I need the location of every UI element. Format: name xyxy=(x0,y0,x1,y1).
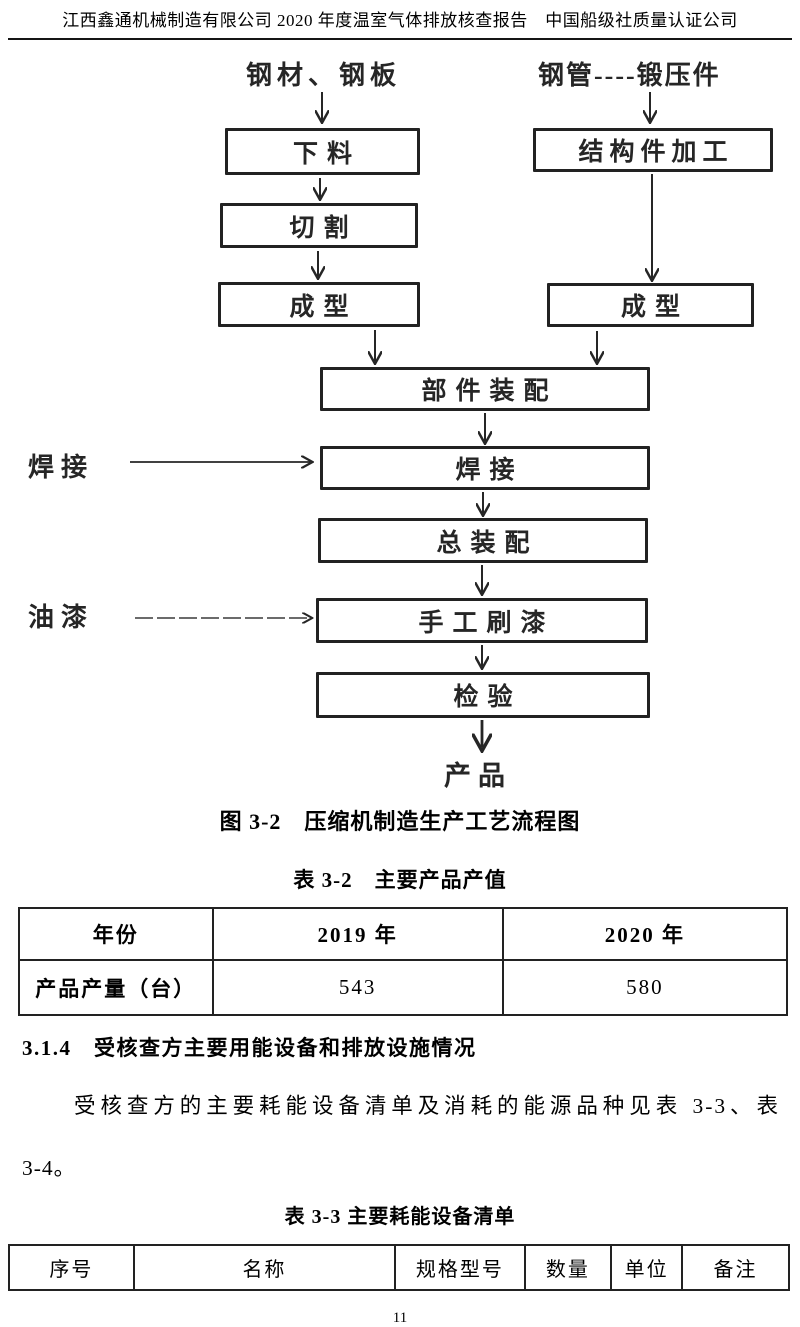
table-3-2: 年份 2019 年 2020 年 产品产量（台） 543 580 xyxy=(18,907,789,1016)
flow-box-hand-painting-label: 手工刷漆 xyxy=(418,609,555,637)
flow-box-final-assembly: 总装配 xyxy=(318,518,648,563)
flow-box-structural-processing-label: 结构件加工 xyxy=(578,139,734,166)
page-number: 11 xyxy=(392,1310,408,1326)
t32-row-label: 产品产量（台） xyxy=(18,959,214,1016)
flow-box-blanking-label: 下料 xyxy=(292,140,361,168)
process-flowchart: 钢材、钢板 钢管----锻压件 下料 切割 成型 结构件加工 成型 部件装配 焊… xyxy=(0,40,800,792)
t33-header-name: 名称 xyxy=(132,1244,397,1291)
flow-input-steel-label: 钢材、钢板 xyxy=(246,61,402,90)
flow-input-pipe-label: 钢管----锻压件 xyxy=(538,61,721,90)
flow-side-paint-label: 油漆 xyxy=(28,603,95,632)
flow-box-welding-label: 焊接 xyxy=(455,457,524,484)
table-3-2-header-row: 年份 2019 年 2020 年 xyxy=(18,907,789,961)
flow-box-blanking: 下料 xyxy=(225,128,420,175)
section-3-1-4-heading: 3.1.4 受核查方主要用能设备和排放设施情况 xyxy=(22,1036,477,1060)
flow-box-structural-processing: 结构件加工 xyxy=(533,128,773,172)
t33-header-index: 序号 xyxy=(8,1244,135,1291)
flow-output-product-label: 产品 xyxy=(444,761,512,791)
flow-box-forming-left-label: 成型 xyxy=(289,293,358,321)
t32-value-2019: 543 xyxy=(211,959,504,1016)
t32-header-2020: 2020 年 xyxy=(501,907,789,961)
table-3-3-caption: 表 3-3 主要耗能设备清单 xyxy=(284,1206,516,1228)
flow-box-welding: 焊接 xyxy=(320,446,650,490)
table-3-2-caption: 表 3-2 主要产品产值 xyxy=(293,868,507,892)
t32-header-2019: 2019 年 xyxy=(211,907,504,961)
flow-box-cutting-label: 切割 xyxy=(289,214,358,242)
flow-box-inspection: 检验 xyxy=(316,672,650,718)
body-paragraph-line2: 3-4。 xyxy=(22,1156,77,1180)
table-3-3-header-row: 序号 名称 规格型号 数量 单位 备注 xyxy=(8,1244,790,1291)
flow-box-parts-assembly-label: 部件装配 xyxy=(421,378,558,405)
t33-header-unit: 单位 xyxy=(610,1244,684,1291)
flow-side-welding-label: 焊接 xyxy=(28,453,95,482)
flow-box-forming-right-label: 成型 xyxy=(620,294,689,321)
t32-value-2020: 580 xyxy=(501,959,789,1016)
flow-box-parts-assembly: 部件装配 xyxy=(320,367,650,411)
table-3-3: 序号 名称 规格型号 数量 单位 备注 xyxy=(8,1244,790,1291)
flow-box-forming-right: 成型 xyxy=(547,283,754,327)
body-paragraph-line1: 受核查方的主要耗能设备清单及消耗的能源品种见表 3-3、表 xyxy=(74,1094,780,1118)
page-header: 江西鑫通机械制造有限公司 2020 年度温室气体排放核查报告 中国船级社质量认证… xyxy=(8,6,792,40)
header-text: 江西鑫通机械制造有限公司 2020 年度温室气体排放核查报告 中国船级社质量认证… xyxy=(62,11,738,30)
figure-3-2-caption: 图 3-2 压缩机制造生产工艺流程图 xyxy=(219,809,581,834)
flow-box-cutting: 切割 xyxy=(220,203,418,248)
t32-header-year: 年份 xyxy=(18,907,214,961)
flow-box-hand-painting: 手工刷漆 xyxy=(316,598,648,643)
t33-header-spec: 规格型号 xyxy=(394,1244,526,1291)
flow-box-forming-left: 成型 xyxy=(218,282,420,327)
flow-box-final-assembly-label: 总装配 xyxy=(436,529,539,557)
table-3-2-data-row: 产品产量（台） 543 580 xyxy=(18,959,789,1016)
flow-arrows xyxy=(130,92,800,792)
flow-box-inspection-label: 检验 xyxy=(453,684,522,711)
t33-header-qty: 数量 xyxy=(523,1244,613,1291)
t33-header-note: 备注 xyxy=(681,1244,790,1291)
